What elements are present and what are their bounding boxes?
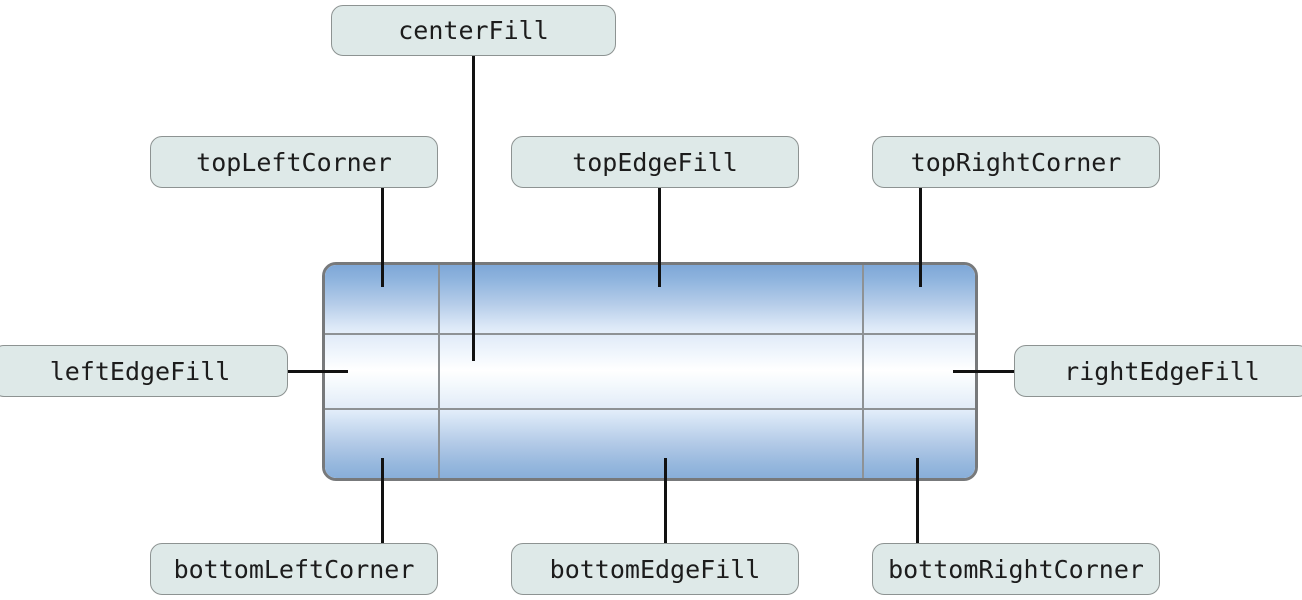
leader-line-top-right-corner <box>919 188 922 287</box>
label-bottom-right-corner[interactable]: bottomRightCorner <box>872 543 1160 595</box>
label-top-edge-fill-text: topEdgeFill <box>572 147 738 177</box>
label-bottom-left-corner[interactable]: bottomLeftCorner <box>150 543 438 595</box>
slice-top-edge-fill <box>438 265 862 333</box>
label-top-right-corner-text: topRightCorner <box>910 147 1122 177</box>
label-center-fill[interactable]: centerFill <box>331 5 616 56</box>
nine-slice-artwork <box>322 262 978 481</box>
leader-line-bottom-edge-fill <box>664 458 667 543</box>
label-top-left-corner-text: topLeftCorner <box>196 147 392 177</box>
label-left-edge-fill[interactable]: leftEdgeFill <box>0 345 288 397</box>
label-bottom-edge-fill-text: bottomEdgeFill <box>549 554 761 584</box>
label-bottom-right-corner-text: bottomRightCorner <box>888 554 1144 584</box>
label-top-left-corner[interactable]: topLeftCorner <box>150 136 438 188</box>
slice-separator-horizontal-top <box>325 333 975 335</box>
label-bottom-left-corner-text: bottomLeftCorner <box>173 554 415 584</box>
slice-top-right-corner <box>862 265 975 333</box>
leader-line-bottom-right-corner <box>916 458 919 543</box>
label-center-fill-text: centerFill <box>398 16 549 45</box>
leader-line-right-edge-fill <box>953 370 1015 373</box>
leader-line-left-edge-fill <box>288 370 348 373</box>
slice-separator-horizontal-bottom <box>325 408 975 410</box>
slice-grid <box>325 265 975 478</box>
leader-line-top-edge-fill <box>658 188 661 287</box>
label-right-edge-fill[interactable]: rightEdgeFill <box>1014 345 1302 397</box>
slice-separator-vertical-right <box>862 265 864 478</box>
label-bottom-edge-fill[interactable]: bottomEdgeFill <box>511 543 799 595</box>
slice-separator-vertical-left <box>438 265 440 478</box>
leader-line-center-fill <box>472 56 475 361</box>
slice-bottom-edge-fill <box>438 408 862 478</box>
label-top-right-corner[interactable]: topRightCorner <box>872 136 1160 188</box>
leader-line-bottom-left-corner <box>381 458 384 543</box>
leader-line-top-left-corner <box>381 188 384 287</box>
label-top-edge-fill[interactable]: topEdgeFill <box>511 136 799 188</box>
slice-center-fill <box>438 333 862 408</box>
label-right-edge-fill-text: rightEdgeFill <box>1064 356 1260 386</box>
label-left-edge-fill-text: leftEdgeFill <box>49 356 231 386</box>
